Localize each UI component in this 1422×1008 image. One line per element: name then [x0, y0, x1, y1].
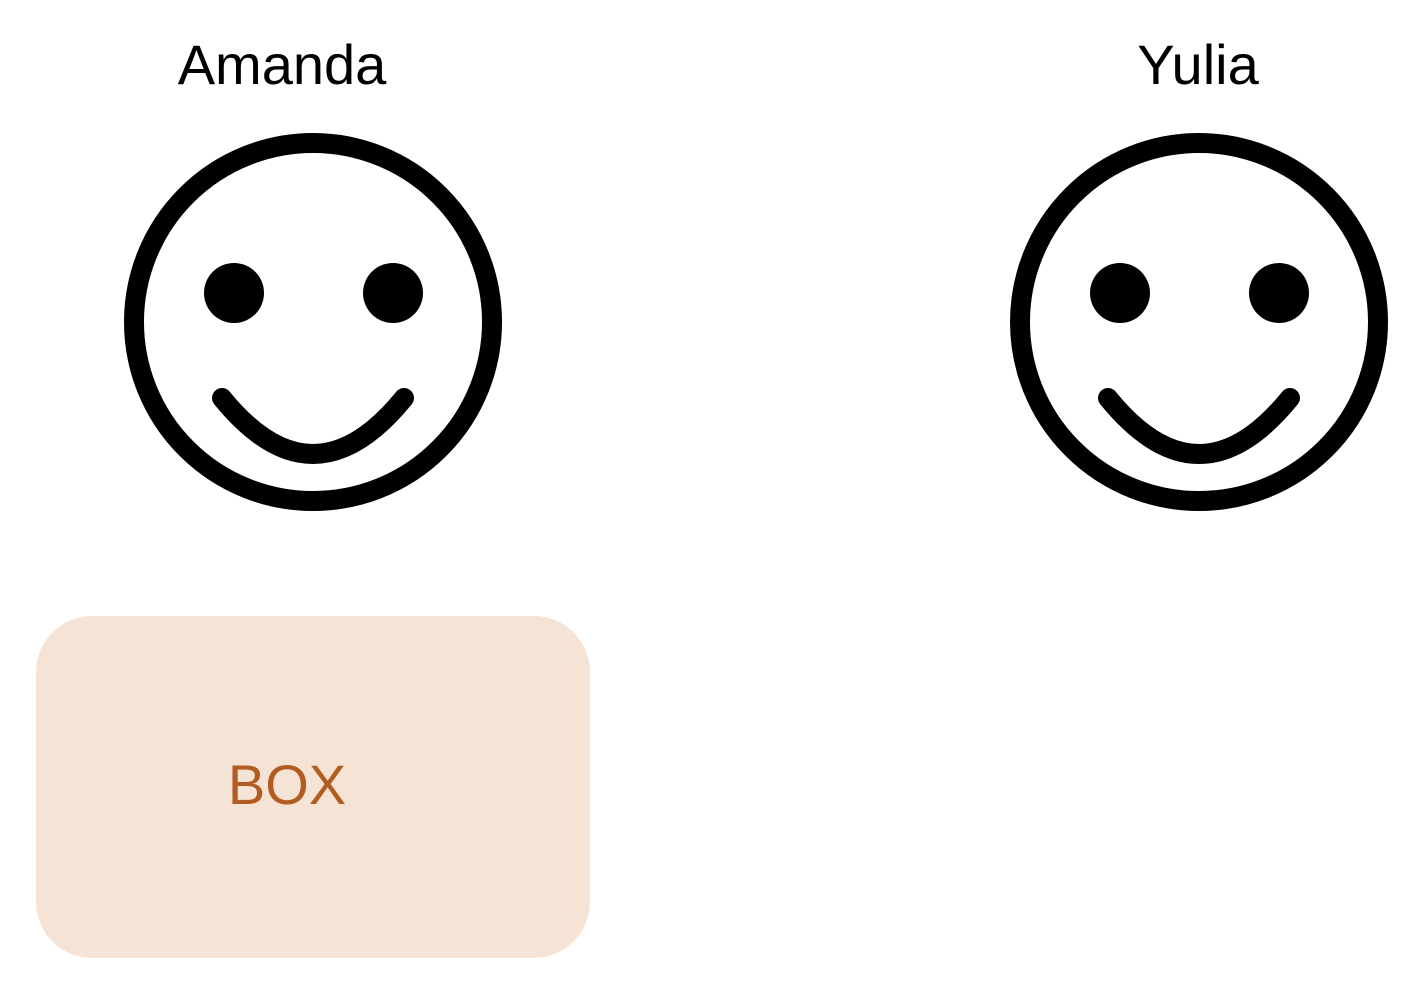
- box-label: BOX: [227, 752, 347, 816]
- smiley-face-icon: [124, 133, 502, 511]
- left-eye: [204, 263, 264, 323]
- smiley-face-icon: [1010, 133, 1388, 511]
- person-name-amanda: Amanda: [177, 33, 387, 96]
- smile-mouth: [212, 388, 414, 464]
- face-outline: [124, 133, 502, 511]
- right-eye: [1249, 263, 1309, 323]
- face-outline: [1010, 133, 1388, 511]
- smile-mouth: [1098, 388, 1300, 464]
- right-eye: [363, 263, 423, 323]
- left-eye: [1090, 263, 1150, 323]
- box-container: BOX: [36, 616, 590, 958]
- person-name-yulia: Yulia: [1137, 33, 1259, 96]
